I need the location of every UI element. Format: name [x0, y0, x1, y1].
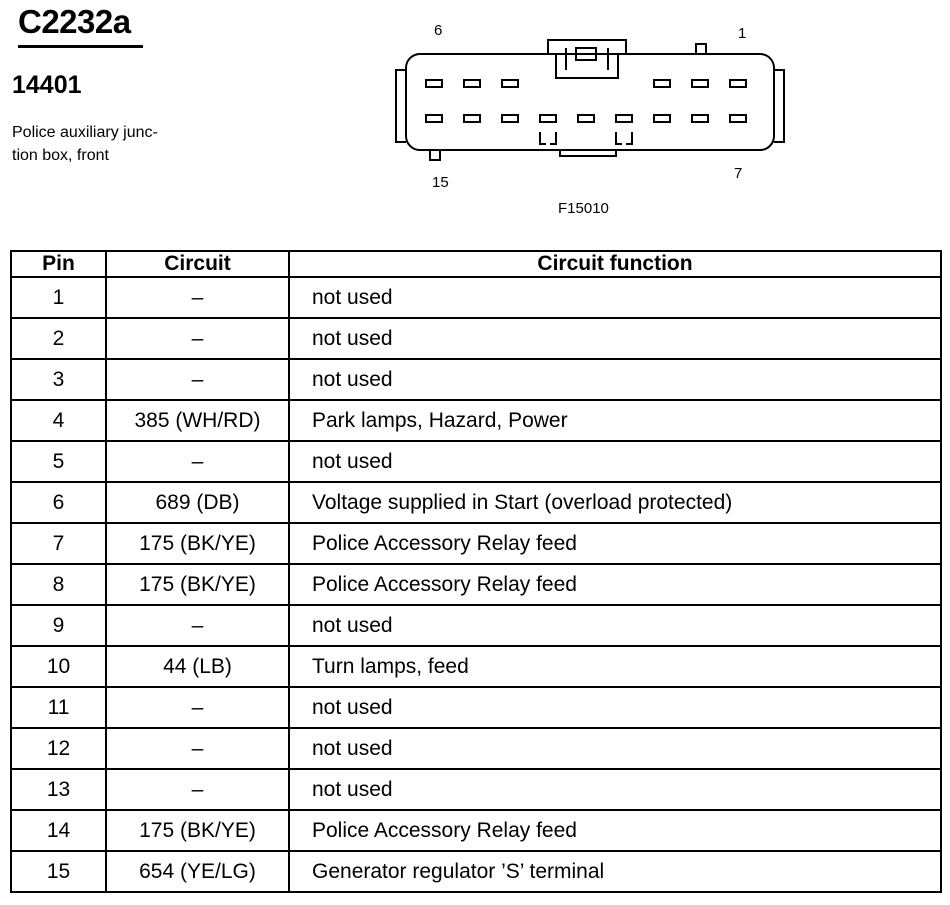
- pin-cell: 12: [10, 727, 107, 770]
- circuit-cell: –: [105, 727, 290, 770]
- bottom-polarizing-tab: [559, 150, 617, 157]
- connector-body: [405, 53, 775, 151]
- table-row: 13–not used: [10, 768, 942, 811]
- title-underline: [18, 45, 143, 48]
- circuit-cell: 689 (DB): [105, 481, 290, 524]
- circuit-cell: –: [105, 358, 290, 401]
- terminal-row-top: [425, 79, 747, 88]
- left-latch-ear: [395, 69, 406, 143]
- pin-cell: 14: [10, 809, 107, 852]
- pinout-table: Pin Circuit Circuit function 1–not used …: [10, 250, 942, 893]
- pin-cell: 7: [10, 522, 107, 565]
- table-row: 11–not used: [10, 686, 942, 729]
- table-row: 2–not used: [10, 317, 942, 360]
- description-line: tion box, front: [12, 147, 109, 164]
- circuit-cell: 175 (BK/YE): [105, 809, 290, 852]
- function-cell: Turn lamps, feed: [288, 645, 942, 688]
- function-cell: Generator regulator ’S’ terminal: [288, 850, 942, 893]
- part-number: 14401: [12, 71, 82, 99]
- circuit-cell: –: [105, 317, 290, 360]
- pin-cell: 15: [10, 850, 107, 893]
- pin-cell: 1: [10, 276, 107, 319]
- pin-cell: 10: [10, 645, 107, 688]
- bottom-key: [429, 149, 441, 161]
- function-cell: not used: [288, 440, 942, 483]
- function-cell: Police Accessory Relay feed: [288, 522, 942, 565]
- connector-description: Police auxiliary junc- tion box, front: [12, 121, 212, 167]
- pin-cell: 2: [10, 317, 107, 360]
- pin-cell: 13: [10, 768, 107, 811]
- circuit-cell: –: [105, 768, 290, 811]
- function-cell: Park lamps, Hazard, Power: [288, 399, 942, 442]
- pin-cell: 5: [10, 440, 107, 483]
- top-latch-housing: [547, 39, 627, 54]
- function-cell: Police Accessory Relay feed: [288, 563, 942, 606]
- table-row: 5–not used: [10, 440, 942, 483]
- circuit-cell: –: [105, 686, 290, 729]
- function-cell: not used: [288, 727, 942, 770]
- pin-label-top-left: 6: [434, 22, 443, 39]
- header-pin: Pin: [10, 250, 107, 278]
- header-circuit-function: Circuit function: [288, 250, 942, 278]
- table-row: 12–not used: [10, 727, 942, 770]
- function-cell: not used: [288, 604, 942, 647]
- description-line: Police auxiliary junc-: [12, 124, 158, 141]
- header-circuit: Circuit: [105, 250, 290, 278]
- pin-cell: 11: [10, 686, 107, 729]
- circuit-cell: –: [105, 440, 290, 483]
- circuit-cell: 385 (WH/RD): [105, 399, 290, 442]
- table-row: 1–not used: [10, 276, 942, 319]
- top-key: [695, 43, 707, 55]
- pin-cell: 8: [10, 563, 107, 606]
- circuit-cell: 44 (LB): [105, 645, 290, 688]
- function-cell: not used: [288, 276, 942, 319]
- connector-face-diagram: [395, 39, 785, 161]
- function-cell: Police Accessory Relay feed: [288, 809, 942, 852]
- function-cell: not used: [288, 686, 942, 729]
- pin-label-bottom-left: 15: [432, 174, 449, 191]
- function-cell: not used: [288, 358, 942, 401]
- terminal-row-bottom: [425, 114, 747, 123]
- table-row: 9–not used: [10, 604, 942, 647]
- pin-cell: 3: [10, 358, 107, 401]
- pin-cell: 6: [10, 481, 107, 524]
- pin-label-bottom-right: 7: [734, 165, 743, 182]
- circuit-cell: –: [105, 276, 290, 319]
- circuit-cell: 654 (YE/LG): [105, 850, 290, 893]
- pin-cell: 9: [10, 604, 107, 647]
- circuit-cell: 175 (BK/YE): [105, 522, 290, 565]
- circuit-cell: 175 (BK/YE): [105, 563, 290, 606]
- figure-code: F15010: [558, 200, 609, 217]
- connector-id: C2232a: [18, 3, 131, 40]
- function-cell: not used: [288, 768, 942, 811]
- right-latch-ear: [774, 69, 785, 143]
- pin-label-top-right: 1: [738, 25, 747, 42]
- function-cell: not used: [288, 317, 942, 360]
- table-header-row: Pin Circuit Circuit function: [10, 250, 942, 278]
- pin-cell: 4: [10, 399, 107, 442]
- circuit-cell: –: [105, 604, 290, 647]
- function-cell: Voltage supplied in Start (overload prot…: [288, 481, 942, 524]
- table-row: 3–not used: [10, 358, 942, 401]
